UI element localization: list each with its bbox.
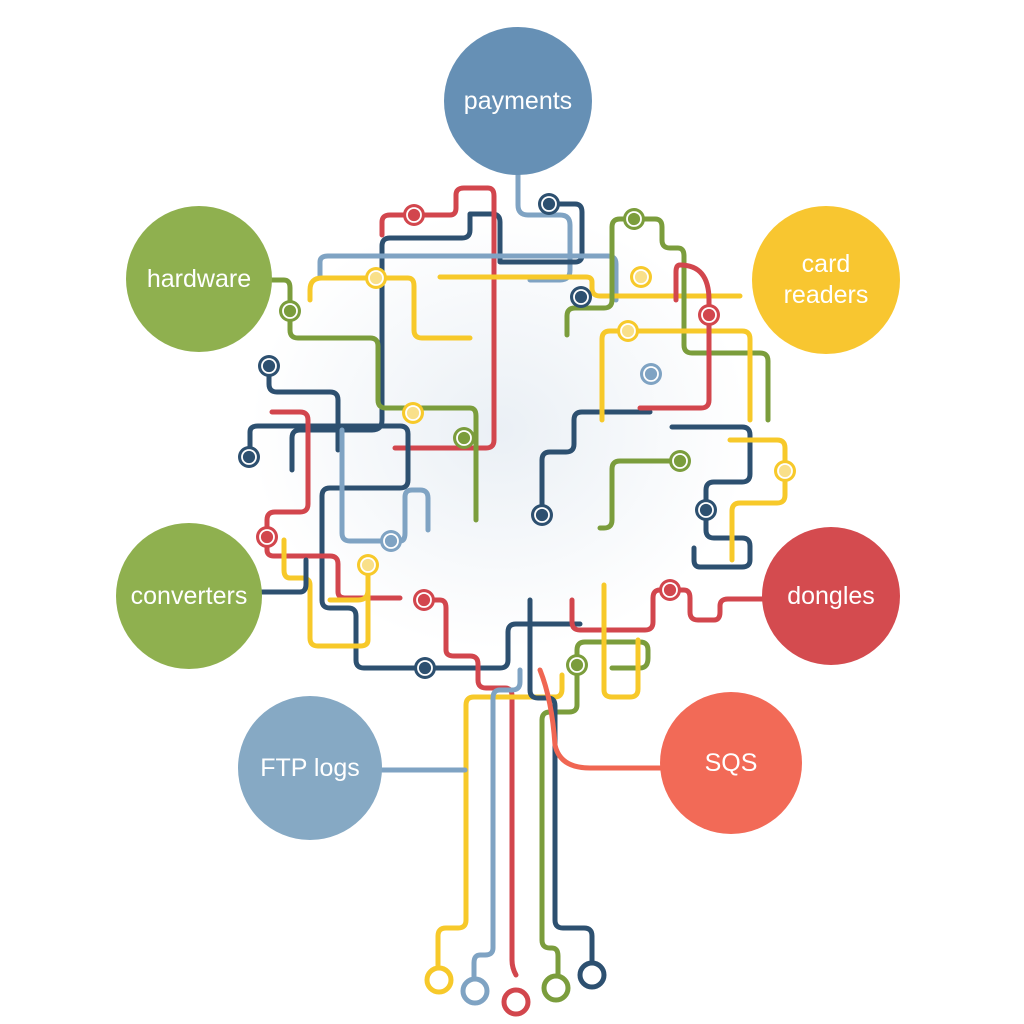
hub-label: converters [130,581,248,610]
station-node-icon[interactable] [695,499,717,521]
station-node-icon[interactable] [413,589,435,611]
route-line [601,582,641,700]
station-layer [238,193,796,679]
route-line [379,212,417,238]
route-line [339,427,394,544]
route-line [667,587,765,623]
route-line [539,662,580,981]
route-line [247,423,428,671]
route-line [597,458,683,531]
terminal-ring-icon[interactable] [501,987,531,1017]
route-line [527,597,595,965]
route-layer [247,172,788,983]
hub-dongles[interactable]: dongles [762,527,900,665]
station-node-icon[interactable] [403,204,425,226]
route-line [264,409,311,540]
route-line [564,216,637,338]
route-line [637,312,712,411]
hub-label: hardware [146,264,252,293]
route-line [392,185,497,451]
route-line [471,672,565,700]
route-line [259,557,309,595]
hub-hardware[interactable]: hardware [126,206,272,352]
route-line [729,468,788,563]
route-line [599,328,631,423]
hub-label: SQS [704,748,758,777]
route-line [422,621,583,671]
station-node-icon[interactable] [669,450,691,472]
route-line [569,587,673,633]
station-node-icon[interactable] [453,427,475,449]
terminal-ring-icon[interactable] [424,965,454,995]
terminal-ring-icon[interactable] [460,976,490,1006]
station-node-icon[interactable] [659,579,681,601]
station-node-icon[interactable] [279,300,301,322]
hub-converters[interactable]: converters [116,523,262,669]
route-line [421,597,519,978]
route-line [537,667,663,771]
route-line [691,507,753,570]
hub-label: card readers [783,250,869,309]
route-line [266,363,341,453]
route-line [281,537,371,649]
station-node-icon[interactable] [538,193,560,215]
route-line [317,253,619,303]
route-line [539,409,653,518]
terminal-layer [424,960,607,1017]
route-line [471,667,523,983]
station-node-icon[interactable] [640,363,662,385]
hub-payments[interactable]: payments [444,27,592,175]
terminal-ring-icon[interactable] [541,973,571,1003]
station-node-icon[interactable] [630,266,652,288]
station-node-icon[interactable] [698,304,720,326]
route-line [388,487,431,544]
station-node-icon[interactable] [256,526,278,548]
hub-label: payments [463,86,573,115]
hub-label: FTP logs [260,753,360,782]
route-line [435,694,477,971]
hub-ftp-logs[interactable]: FTP logs [238,696,382,840]
route-line [673,262,712,318]
station-node-icon[interactable] [623,208,645,230]
route-line [574,639,651,671]
station-node-icon[interactable] [531,504,553,526]
station-node-icon[interactable] [258,355,280,377]
station-node-icon[interactable] [774,460,796,482]
route-line [669,424,753,513]
station-node-icon[interactable] [617,320,639,342]
station-node-icon[interactable] [380,530,402,552]
route-line [727,437,788,474]
station-node-icon[interactable] [365,267,387,289]
station-node-icon[interactable] [402,402,424,424]
route-line [264,534,403,601]
hub-sqs[interactable]: SQS [660,692,802,834]
route-line [631,216,771,423]
station-node-icon[interactable] [238,446,260,468]
station-node-icon[interactable] [357,554,379,576]
route-line [625,328,753,423]
hub-label: dongles [787,581,875,610]
station-node-icon[interactable] [566,654,588,676]
station-node-icon[interactable] [414,657,436,679]
hub-card-readers[interactable]: card readers [752,206,900,354]
route-line [437,274,743,299]
route-line [307,275,473,341]
station-node-icon[interactable] [570,286,592,308]
route-line [269,277,479,523]
terminal-ring-icon[interactable] [577,960,607,990]
